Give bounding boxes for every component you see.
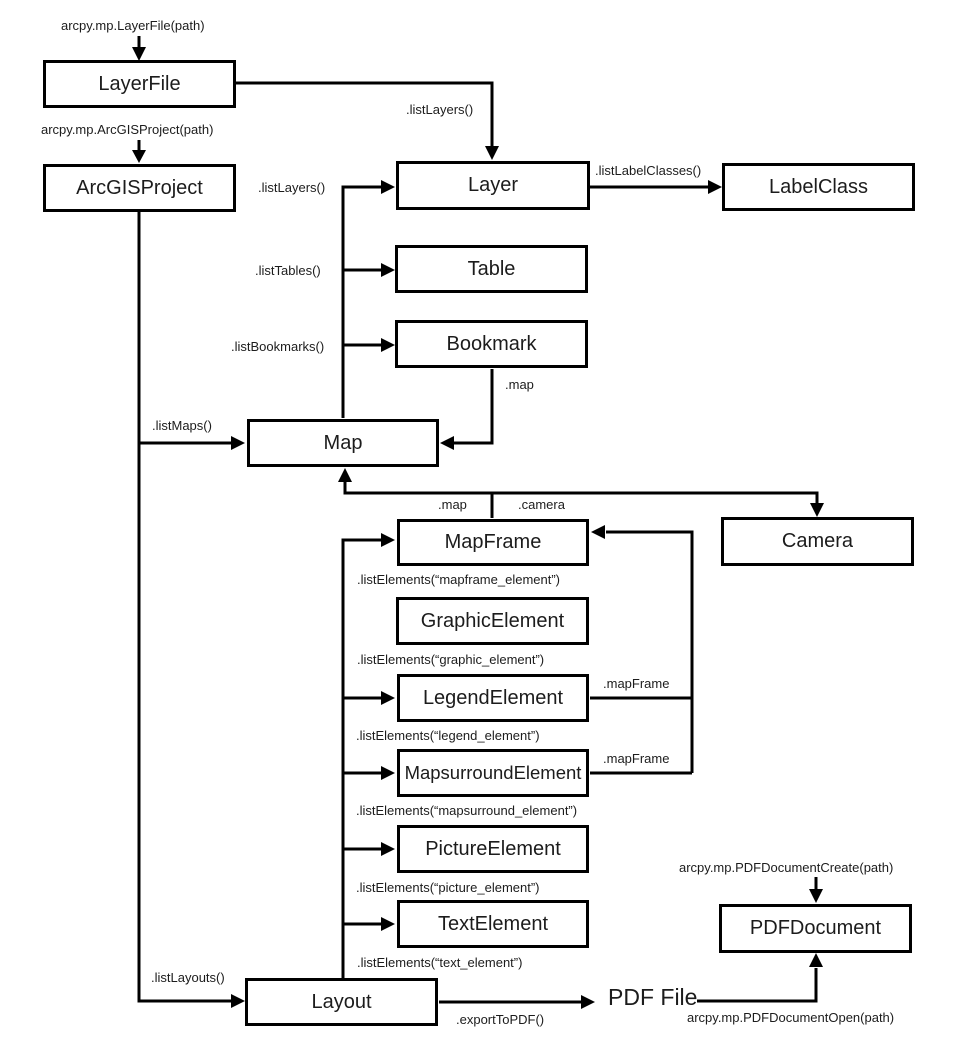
- edge-label-listlabelclasses: .listLabelClasses(): [595, 163, 702, 178]
- edge-label-listelements-mapsurround: .listElements(“mapsurround_element”): [356, 803, 578, 818]
- edge-label-listelements-mapframe: .listElements(“mapframe_element”): [357, 572, 561, 587]
- arrowhead: [381, 533, 395, 547]
- node-pdf-file: PDF File: [608, 984, 698, 1010]
- arrowhead: [381, 766, 395, 780]
- arrowhead: [338, 468, 352, 482]
- edge-label-listelements-picture: .listElements(“picture_element”): [356, 880, 540, 895]
- edge-arcgisproject-layout: [137, 212, 232, 1003]
- edge-lines: [137, 36, 819, 1004]
- arrowhead: [231, 994, 245, 1008]
- arrowhead: [381, 338, 395, 352]
- node-mapframe: MapFrame: [397, 519, 589, 566]
- edge-mapframe-map-camera: [343, 481, 819, 518]
- arrowhead: [810, 503, 824, 517]
- edge-label-listlayouts: .listLayouts(): [151, 970, 225, 985]
- node-pdfdocument: PDFDocument: [719, 904, 912, 953]
- node-textelement: TextElement: [397, 900, 589, 948]
- edge-label-bookmark-map: .map: [505, 377, 534, 392]
- edge-label-listelements-legend: .listElements(“legend_element”): [356, 728, 540, 743]
- edge-label-arcgisproject-create: arcpy.mp.ArcGISProject(path): [41, 122, 214, 137]
- edge-pdffile-pdfdocument: [697, 968, 818, 1003]
- arrowhead: [809, 889, 823, 903]
- arrowhead: [381, 263, 395, 277]
- arrowhead: [231, 436, 245, 450]
- arrowhead: [381, 180, 395, 194]
- edge-elements-mapframe: [590, 530, 694, 775]
- edge-bookmark-map: [453, 369, 494, 445]
- node-legendelement: LegendElement: [397, 674, 589, 722]
- edge-label-listlayers-layerfile: .listLayers(): [406, 102, 474, 117]
- edge-label-listbookmarks: .listBookmarks(): [231, 339, 325, 354]
- edge-label-mapsurround-mapframe: .mapFrame: [603, 751, 670, 766]
- node-labelclass: LabelClass: [722, 163, 915, 211]
- edge-map-layer: [341, 185, 382, 418]
- arrowhead: [591, 525, 605, 539]
- arrowhead: [381, 691, 395, 705]
- edge-label-listmaps: .listMaps(): [152, 418, 212, 433]
- edge-layout-mapframe: [341, 538, 382, 978]
- node-mapsurroundelement: MapsurroundElement: [397, 749, 589, 797]
- node-table: Table: [395, 245, 588, 293]
- arrowhead: [381, 917, 395, 931]
- arrowhead: [132, 47, 146, 61]
- arrowhead: [132, 150, 146, 163]
- arrowhead: [581, 995, 595, 1009]
- node-camera: Camera: [721, 517, 914, 566]
- arrowhead: [485, 146, 499, 160]
- edge-label-layerfile-create: arcpy.mp.LayerFile(path): [61, 18, 205, 33]
- edge-label-pdfdocument-open: arcpy.mp.PDFDocumentOpen(path): [687, 1010, 895, 1025]
- arrowhead: [381, 842, 395, 856]
- node-bookmark: Bookmark: [395, 320, 588, 368]
- edge-label-listtables: .listTables(): [255, 263, 321, 278]
- node-map: Map: [247, 419, 439, 467]
- edge-label-listelements-text: .listElements(“text_element”): [357, 955, 523, 970]
- arrowhead: [708, 180, 722, 194]
- node-layout: Layout: [245, 978, 438, 1026]
- node-layer: Layer: [396, 161, 590, 210]
- node-layerfile: LayerFile: [43, 60, 236, 108]
- edge-label-legend-mapframe: .mapFrame: [603, 676, 670, 691]
- arrowhead: [809, 953, 823, 967]
- edge-label-listlayers-map: .listLayers(): [258, 180, 326, 195]
- edge-label-mapframe-map: .map: [438, 497, 467, 512]
- edge-label-exporttopdf: .exportToPDF(): [456, 1012, 545, 1027]
- node-arcgisproject: ArcGISProject: [43, 164, 236, 212]
- node-pictureelement: PictureElement: [397, 825, 589, 873]
- edge-label-listelements-graphic: .listElements(“graphic_element”): [357, 652, 545, 667]
- edge-arrowheads: [132, 47, 824, 1009]
- edge-label-mapframe-camera: .camera: [518, 497, 565, 512]
- edge-layerfile-layer: [236, 81, 494, 147]
- edge-label-pdfdocument-create: arcpy.mp.PDFDocumentCreate(path): [679, 860, 894, 875]
- arrowhead: [440, 436, 454, 450]
- node-graphicelement: GraphicElement: [396, 597, 589, 645]
